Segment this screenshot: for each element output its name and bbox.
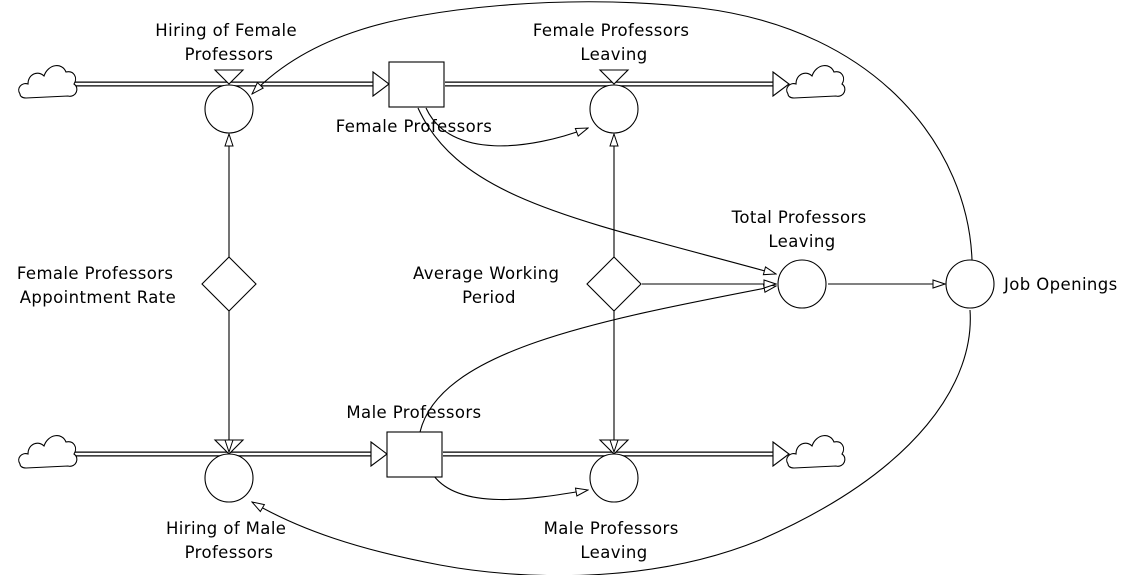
aux-total-professors-leaving[interactable] [777,259,827,309]
label-hiring-female: Hiring of Female Professors [155,21,302,64]
label-average-working-period: Average Working Period [413,264,565,307]
cloud-icon [786,435,846,469]
label-appointment-rate: Female Professors Appointment Rate [17,264,179,307]
stock-female-professors[interactable] [388,61,445,108]
cloud-icon [786,65,846,99]
aux-job-openings[interactable] [945,259,995,309]
label-female-professors: Female Professors [336,117,493,136]
connector-male-stock-to-total [419,286,776,433]
flow-hiring-male[interactable] [204,453,254,503]
label-male-professors: Male Professors [346,403,481,422]
female-inflow-pipe [72,70,390,98]
cloud-icon [18,65,78,99]
male-outflow-pipe [443,440,790,468]
label-job-openings: Job Openings [1003,275,1118,294]
label-hiring-male: Hiring of Male Professors [166,519,292,562]
label-male-leaving: Male Professors Leaving [544,519,685,562]
connector-female-stock-to-total [417,107,776,274]
flow-female-leaving[interactable] [589,84,639,134]
connector-job-openings-to-hiring-female [252,1,973,261]
connector-female-stock-to-leaving [425,107,588,147]
const-appointment-rate[interactable] [201,256,257,312]
flow-hiring-female[interactable] [204,84,254,134]
cloud-icon [18,435,78,469]
valve-hiring-female [213,69,245,85]
connector-job-openings-to-hiring-male [252,309,971,577]
label-female-leaving: Female Professors Leaving [533,21,695,64]
label-total-leaving: Total Professors Leaving [731,208,873,251]
stock-male-professors[interactable] [386,431,443,478]
female-outflow-pipe [445,70,790,98]
flow-male-leaving[interactable] [589,453,639,503]
male-inflow-pipe [72,440,388,468]
connector-male-stock-to-leaving [433,475,588,501]
const-average-working-period[interactable] [586,256,642,312]
valve-female-leaving [598,69,630,85]
